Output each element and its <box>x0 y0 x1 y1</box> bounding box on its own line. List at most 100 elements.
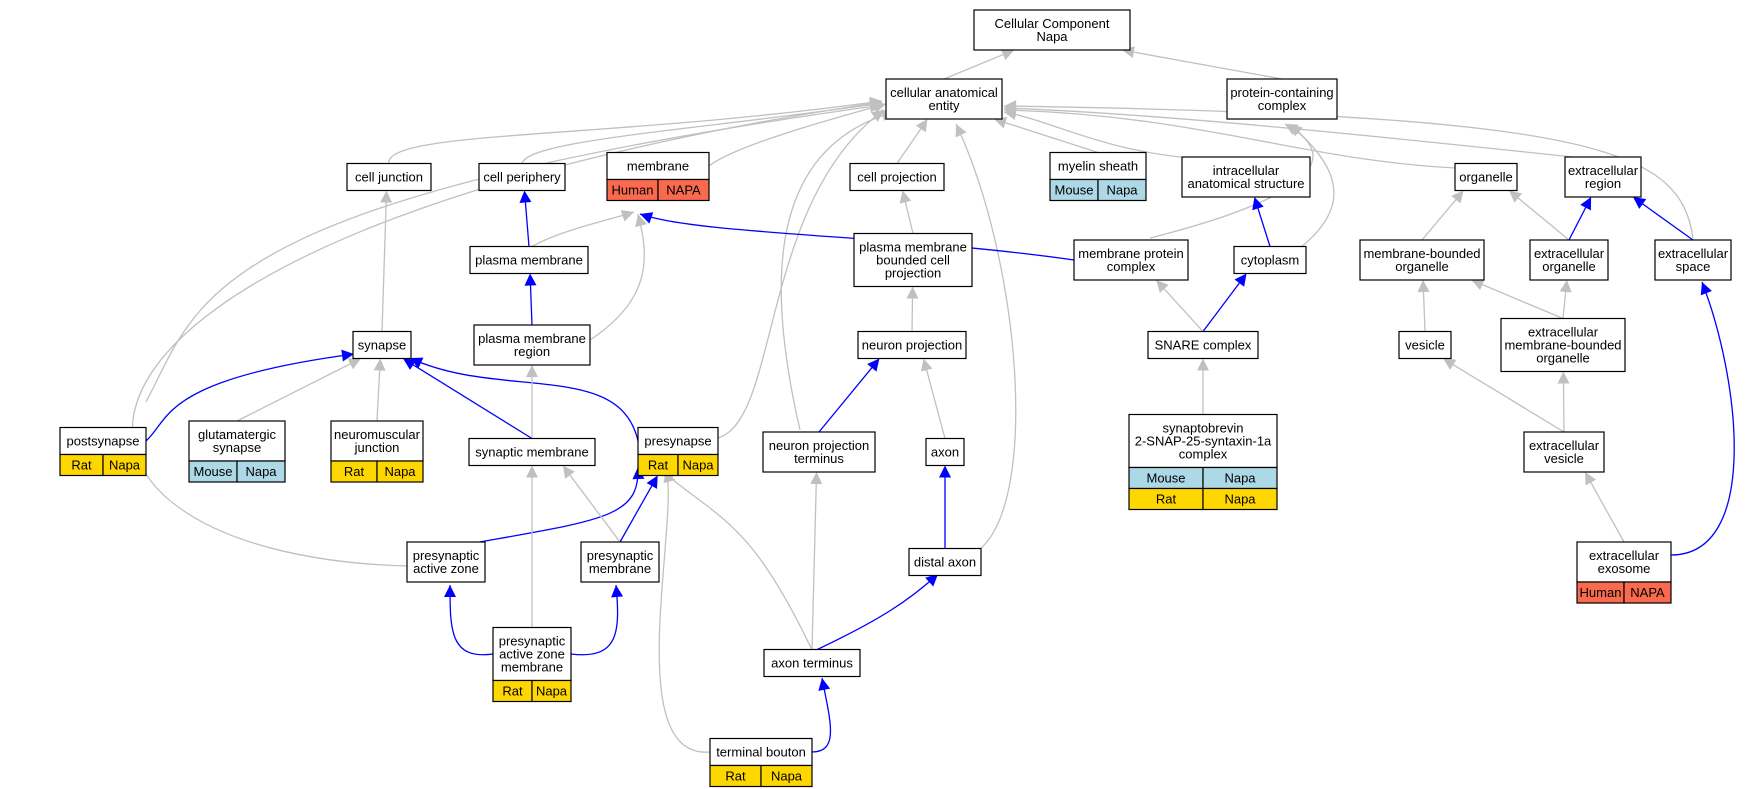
node-label-line: junction <box>354 440 400 455</box>
arrowhead <box>526 365 538 377</box>
node-cyto[interactable]: cytoplasm <box>1233 245 1307 275</box>
arrowhead <box>870 110 884 122</box>
node-box <box>473 324 591 366</box>
edge-line <box>896 126 923 164</box>
node-label-line: synaptobrevin <box>1163 421 1244 436</box>
node-axon[interactable]: axon <box>925 437 965 467</box>
edge-glut-to-syn <box>236 358 361 422</box>
edge-mbo-to-org <box>1421 190 1464 241</box>
node-snare[interactable]: SNARE complex <box>1147 330 1259 360</box>
node-label-line: complex <box>1258 98 1307 113</box>
node-sb2[interactable]: synaptobrevin2-SNAP-25-syntaxin-1acomple… <box>1128 413 1278 511</box>
edge-line <box>145 104 883 403</box>
edge-line <box>1003 109 1456 169</box>
edge-line <box>1003 107 1604 161</box>
species-label: Rat <box>648 458 669 473</box>
node-cp[interactable]: cell periphery <box>478 162 566 192</box>
edge-axon-to-np <box>920 358 946 439</box>
node-label-line: postsynapse <box>67 434 140 449</box>
arrowhead <box>939 465 951 478</box>
node-axterm[interactable]: axon terminus <box>763 648 861 678</box>
edge-pazm-to-paz <box>444 584 494 656</box>
node-label-line: neuron projection <box>769 438 869 453</box>
edge-line <box>145 353 355 442</box>
node-label-line: synaptic membrane <box>475 445 588 460</box>
edge-tb-to-presyn <box>658 469 711 753</box>
arrowhead <box>410 357 424 369</box>
node-label-line: organelle <box>1459 170 1513 185</box>
node-org[interactable]: organelle <box>1454 162 1518 192</box>
edge-snare-to-mpc <box>1156 280 1204 332</box>
node-label-line: cytoplasm <box>1241 253 1300 268</box>
node-label-line: cellular anatomical <box>890 85 998 100</box>
node-label-line: terminal bouton <box>716 745 806 760</box>
edge-pmr-to-mem <box>589 213 647 341</box>
node-cproj[interactable]: cell projection <box>849 162 945 192</box>
edge-line <box>1451 363 1565 433</box>
node-label-line: entity <box>928 98 960 113</box>
edge-line <box>661 470 813 651</box>
edge-line <box>1640 202 1694 241</box>
edge-line <box>639 213 1075 261</box>
edge-presyn-to-cae <box>717 109 885 439</box>
arrowhead <box>1000 49 1015 61</box>
node-ves[interactable]: vesicle <box>1398 330 1452 360</box>
node-box <box>478 162 566 192</box>
arrowhead <box>646 475 658 489</box>
species-label: Human <box>1580 585 1622 600</box>
edge-line <box>236 362 353 422</box>
node-label-line: membrane-bounded <box>1504 338 1621 353</box>
species-label: NAPA <box>666 183 701 198</box>
node-np[interactable]: neuron projection <box>857 330 967 360</box>
node-daxon[interactable]: distal axon <box>908 547 982 577</box>
species-label: NAPA <box>1630 585 1665 600</box>
node-box <box>59 426 147 456</box>
node-cj[interactable]: cell junction <box>346 162 432 192</box>
species-cell <box>677 453 719 477</box>
node-label-line: extracellular <box>1589 548 1660 563</box>
node-pm[interactable]: plasma membrane <box>469 245 589 275</box>
arrowhead <box>869 97 882 110</box>
node-label-line: neuromuscular <box>334 427 421 442</box>
node-label-line: extracellular <box>1658 246 1729 261</box>
node-box <box>1564 156 1642 198</box>
arrowhead <box>347 358 361 370</box>
arrowhead <box>1559 280 1572 293</box>
node-label-line: complex <box>1107 259 1156 274</box>
species-label: Napa <box>682 458 714 473</box>
node-synmem[interactable]: synaptic membrane <box>468 437 596 467</box>
node-box <box>469 245 589 275</box>
edge-daxon-to-cae <box>955 123 1017 551</box>
edge-myelin-to-cae <box>994 116 1099 154</box>
species-label: Napa <box>384 464 416 479</box>
node-box <box>709 737 813 767</box>
arrowhead <box>810 472 823 485</box>
arrowhead <box>915 119 928 133</box>
node-syn[interactable]: synapse <box>352 330 412 360</box>
